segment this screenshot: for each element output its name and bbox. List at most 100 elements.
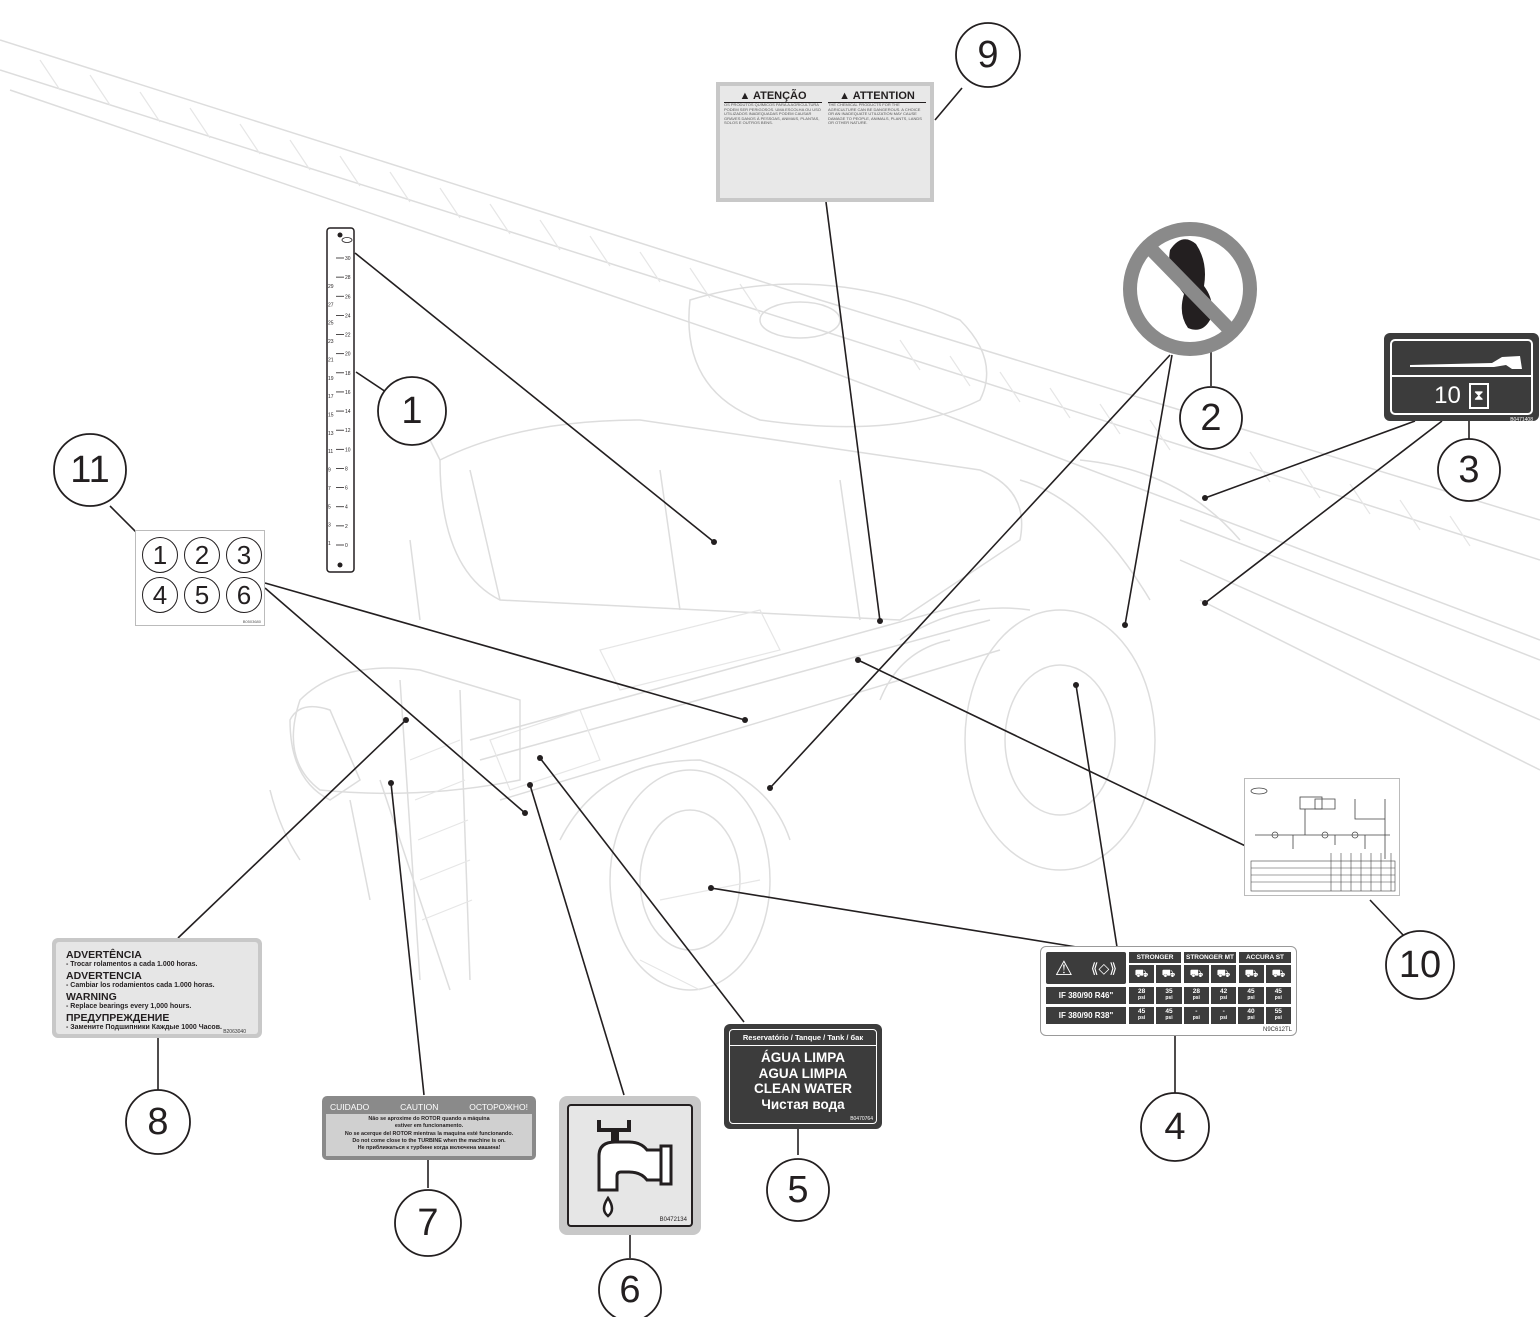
scale-tick-label: 0 bbox=[345, 543, 348, 549]
plumbing-schematic-drawing bbox=[1250, 787, 1396, 892]
scale-tick-label: 3 bbox=[328, 523, 331, 529]
spray-gun-timer-label: 10 ⧗ B0471408 bbox=[1384, 333, 1539, 423]
numbered-circle: 4 bbox=[142, 577, 178, 613]
scale-tick-label: 28 bbox=[345, 275, 351, 281]
tank-label-header: Reservatório / Tanque / Tank / бак bbox=[730, 1030, 876, 1046]
bearing-replacement-warning-label: ADVERTÊNCIA- Trocar rolamentos a cada 1.… bbox=[52, 938, 262, 1038]
scale-tick-label: 19 bbox=[328, 376, 334, 382]
scale-tick-label: 25 bbox=[328, 321, 334, 327]
caution-header-ru: ОСТОРОЖНО! bbox=[469, 1102, 528, 1112]
callout-10: 10 bbox=[1385, 930, 1455, 1000]
callout-9: 9 bbox=[955, 22, 1021, 88]
attention-warning-label: ▲ ATENÇÃO OS PRODUTOS QUÍMICOS PARA A AG… bbox=[716, 82, 934, 202]
label-code: B2063040 bbox=[223, 1029, 246, 1035]
caution-text-line: estiver em funcionamento. bbox=[394, 1123, 464, 1130]
machine-model-header: STRONGER bbox=[1129, 952, 1181, 963]
tractor-icon: ⛟ bbox=[1156, 965, 1181, 983]
leader-lines bbox=[109, 87, 1470, 1258]
scale-tick-label: 30 bbox=[345, 256, 351, 262]
hourglass-icon: ⧗ bbox=[1468, 383, 1489, 409]
callout-11: 11 bbox=[53, 433, 127, 507]
faucet-icon bbox=[597, 1120, 673, 1218]
warning-text: - Replace bearings every 1,000 hours. bbox=[66, 1003, 192, 1010]
numbered-circle: 6 bbox=[226, 577, 262, 613]
machine-model-header: STRONGER MT bbox=[1184, 952, 1236, 963]
svg-text:9: 9 bbox=[977, 34, 998, 76]
numbered-circle: 2 bbox=[184, 537, 220, 573]
svg-text:10: 10 bbox=[1399, 944, 1441, 986]
svg-text:6: 6 bbox=[619, 1269, 640, 1311]
tractor-icon: ⛟ bbox=[1129, 965, 1154, 983]
scale-tick-label: 23 bbox=[328, 339, 334, 345]
callout-8: 8 bbox=[125, 1089, 191, 1155]
svg-text:11: 11 bbox=[70, 449, 109, 491]
warning-text: - Cambiar los rodamientos cada 1.000 hor… bbox=[66, 982, 215, 989]
anchor-points bbox=[388, 495, 1208, 891]
machine-model-column: ACCURA ST⛟⛟ bbox=[1239, 952, 1291, 984]
caution-rotor-label: CUIDADO CAUTION ОСТОРОЖНО! Não se aproxi… bbox=[322, 1096, 536, 1160]
clean-water-text-line: ÁGUA LIMPA bbox=[761, 1050, 845, 1065]
callout-1: 1 bbox=[377, 376, 447, 446]
tractor-icon: ⛟ bbox=[1266, 965, 1291, 983]
no-step-sign bbox=[1123, 222, 1257, 356]
scale-tick-label: 26 bbox=[345, 294, 351, 300]
attention-text-en: THE CHEMICAL PRODUCTS FOR THE AGRICULTUR… bbox=[828, 102, 922, 126]
tractor-icon: ⛟ bbox=[1239, 965, 1264, 983]
label-code: B0471408 bbox=[1510, 417, 1533, 423]
scale-tick-label: 13 bbox=[328, 431, 334, 437]
warning-heading: ADVERTÊNCIA bbox=[66, 949, 142, 961]
scale-tick-label: 2 bbox=[345, 524, 348, 530]
label-code: N9C612TL bbox=[1262, 1027, 1292, 1033]
machine-model-column: STRONGER MT ⛟⛟ bbox=[1184, 952, 1236, 984]
scale-tick-label: 16 bbox=[345, 390, 351, 396]
callout-4: 4 bbox=[1140, 1092, 1210, 1162]
numbered-circle: 5 bbox=[184, 577, 220, 613]
scale-tick-label: 11 bbox=[328, 449, 333, 455]
scale-tick-label: 17 bbox=[328, 394, 334, 400]
caution-text-line: Не приближаться к турбине когда включена… bbox=[357, 1145, 501, 1152]
scale-tick-label: 21 bbox=[328, 357, 334, 363]
callout-2: 2 bbox=[1179, 386, 1243, 450]
callout-6: 6 bbox=[598, 1258, 662, 1317]
tire-pressure-label: ⚠⟪◇⟫ STRONGER⛟⛟STRONGER MT⛟⛟ACCURA ST⛟⛟ … bbox=[1040, 946, 1297, 1036]
scale-tick-label: 8 bbox=[345, 466, 348, 472]
caution-header-pt: CUIDADO bbox=[330, 1102, 370, 1112]
numbered-circle: 1 bbox=[142, 537, 178, 573]
tire-warning-icon: ⚠⟪◇⟫ bbox=[1046, 952, 1126, 984]
label-code: B0503680 bbox=[242, 619, 261, 624]
water-tap-label: B0472134 bbox=[559, 1096, 701, 1235]
scale-tick-label: 24 bbox=[345, 313, 351, 319]
label-code: B0470764 bbox=[850, 1116, 873, 1122]
label-code: B0472134 bbox=[659, 1217, 687, 1223]
callout-7: 7 bbox=[394, 1189, 462, 1257]
scale-tick-label: 7 bbox=[328, 486, 331, 492]
warning-text: - Trocar rolamentos a cada 1.000 horas. bbox=[66, 961, 198, 968]
scale-tick-label: 4 bbox=[345, 505, 348, 511]
svg-text:3: 3 bbox=[1458, 449, 1479, 491]
scale-tick-label: 22 bbox=[345, 333, 351, 339]
warning-triangle-icon: ▲ ATTENTION bbox=[828, 90, 926, 103]
tractor-icon: ⛟ bbox=[1211, 965, 1236, 983]
attention-title-en: ATTENTION bbox=[852, 90, 915, 102]
scale-tick-label: 5 bbox=[328, 504, 331, 510]
caution-text-line: Não se aproxime do ROTOR quando a máquin… bbox=[368, 1116, 490, 1122]
scale-tick-label: 1 bbox=[328, 541, 331, 547]
caution-header-en: CAUTION bbox=[400, 1102, 439, 1112]
scale-tick-label: 29 bbox=[328, 284, 334, 290]
warning-text: - Замените Подшипники Каждые 1000 Часов. bbox=[66, 1024, 222, 1031]
warning-heading: ADVERTENCIA bbox=[66, 970, 142, 982]
clean-water-text-line: AGUA LIMPIA bbox=[758, 1065, 848, 1081]
tractor-icon: ⛟ bbox=[1184, 965, 1209, 983]
svg-text:1: 1 bbox=[401, 390, 422, 432]
clean-water-text-line: CLEAN WATER bbox=[754, 1081, 852, 1096]
